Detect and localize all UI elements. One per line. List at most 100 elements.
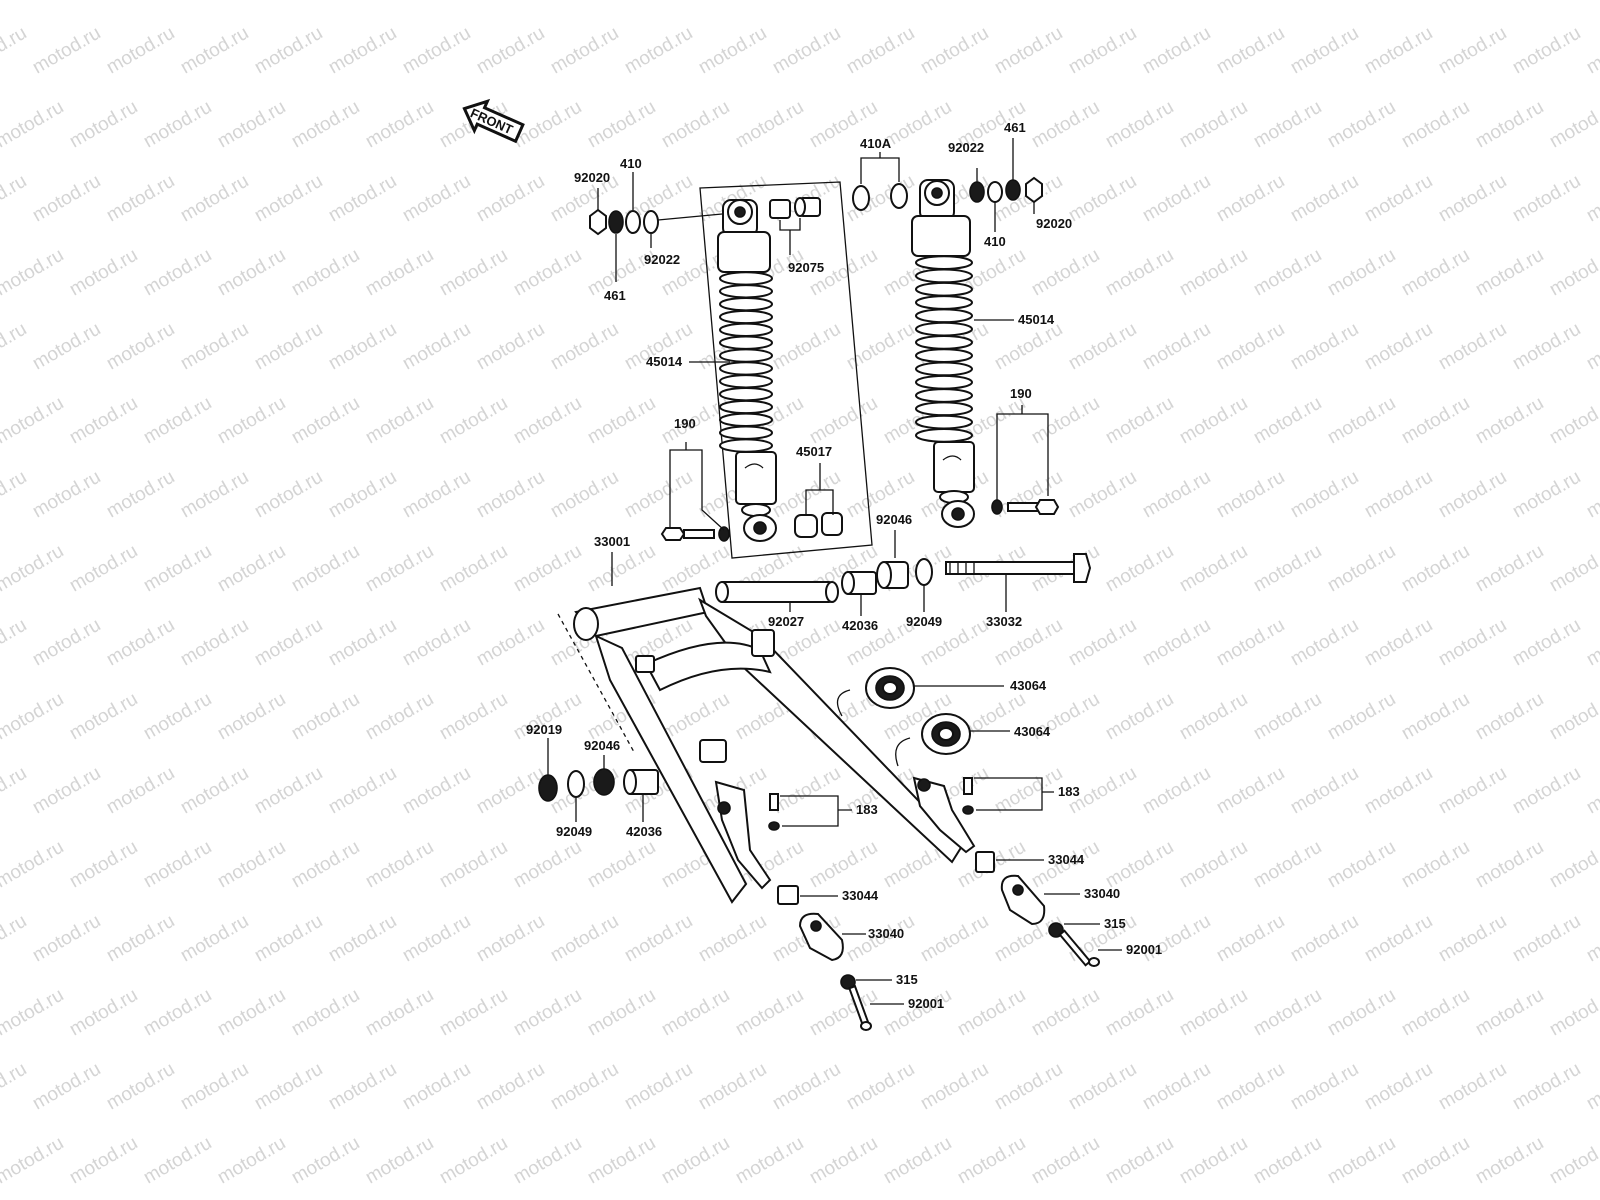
watermark-text: motod.ru bbox=[436, 245, 511, 301]
watermark-text: motod.ru bbox=[251, 23, 326, 79]
watermark-text: motod.ru bbox=[584, 1133, 659, 1189]
watermark-text: motod.ru bbox=[0, 0, 67, 4]
spring-coil bbox=[915, 361, 973, 377]
bumper-43064-a bbox=[836, 667, 915, 717]
watermark-text: motod.ru bbox=[103, 467, 178, 523]
callout-92020-left: 92020 bbox=[574, 170, 610, 185]
callout-461-right: 461 bbox=[1004, 120, 1026, 135]
watermark-text: motod.ru bbox=[1287, 911, 1362, 967]
watermark-text: motod.ru bbox=[1213, 763, 1288, 819]
watermark-text: motod.ru bbox=[1139, 319, 1214, 375]
callout-410-right: 410 bbox=[984, 234, 1006, 249]
watermark-text: motod.ru bbox=[473, 467, 548, 523]
watermark-text: motod.ru bbox=[66, 0, 141, 4]
watermark-text: motod.ru bbox=[288, 541, 363, 597]
watermark-text: motod.ru bbox=[1102, 245, 1177, 301]
watermark-text: motod.ru bbox=[1250, 541, 1325, 597]
watermark-text: motod.ru bbox=[1139, 911, 1214, 967]
watermark-text: motod.ru bbox=[1213, 467, 1288, 523]
watermark-text: motod.ru bbox=[103, 763, 178, 819]
watermark-text: motod.ru bbox=[325, 911, 400, 967]
pin-183-right bbox=[962, 777, 974, 815]
right-shock-bottom-eye bbox=[941, 500, 975, 528]
watermark-text: motod.ru bbox=[1546, 245, 1600, 301]
callout-labels: 92020 410 92022 461 92075 45014 190 4501… bbox=[526, 120, 1162, 1011]
watermark-text: motod.ru bbox=[1287, 1059, 1362, 1115]
watermark-text: motod.ru bbox=[0, 541, 67, 597]
watermark-text: motod.ru bbox=[251, 763, 326, 819]
watermark-text: motod.ru bbox=[325, 615, 400, 671]
bolt-190-left bbox=[660, 526, 730, 542]
watermark-text: motod.ru bbox=[1102, 97, 1177, 153]
watermark-text: motod.ru bbox=[1398, 97, 1473, 153]
watermark-text: motod.ru bbox=[103, 23, 178, 79]
spring-coil bbox=[915, 321, 973, 337]
watermark-text: motod.ru bbox=[1324, 393, 1399, 449]
bearing-92046-left bbox=[593, 768, 615, 796]
watermark-text: motod.ru bbox=[29, 23, 104, 79]
watermark-text: motod.ru bbox=[1509, 467, 1584, 523]
watermark-text: motod.ru bbox=[473, 171, 548, 227]
watermark-text: motod.ru bbox=[66, 541, 141, 597]
watermark-text: motod.ru bbox=[1139, 763, 1214, 819]
watermark-text: motod.ru bbox=[66, 837, 141, 893]
watermark-text: motod.ru bbox=[1102, 1133, 1177, 1189]
callout-92046-left: 92046 bbox=[584, 738, 620, 753]
watermark-text: motod.ru bbox=[0, 171, 30, 227]
watermark-text: motod.ru bbox=[1546, 97, 1600, 153]
sleeve-92027 bbox=[715, 581, 839, 603]
watermark-text: motod.ru bbox=[1324, 245, 1399, 301]
watermark-text: motod.ru bbox=[0, 615, 30, 671]
watermark-text: motod.ru bbox=[214, 985, 289, 1041]
watermark-text: motod.ru bbox=[806, 1133, 881, 1189]
nut-92020-left bbox=[589, 208, 607, 236]
watermark-text: motod.ru bbox=[1176, 245, 1251, 301]
watermark-text: motod.ru bbox=[1213, 1059, 1288, 1115]
watermark-text: motod.ru bbox=[954, 0, 1029, 4]
watermark-text: motod.ru bbox=[436, 985, 511, 1041]
spring-coil bbox=[719, 361, 773, 376]
watermark-text: motod.ru bbox=[1361, 23, 1436, 79]
callout-92075: 92075 bbox=[788, 260, 824, 275]
watermark-text: motod.ru bbox=[288, 985, 363, 1041]
watermark-text: motod.ru bbox=[325, 763, 400, 819]
watermark-text: motod.ru bbox=[140, 1133, 215, 1189]
washer-410A-b bbox=[890, 183, 908, 209]
watermark-text: motod.ru bbox=[0, 1133, 67, 1189]
watermark-text: motod.ru bbox=[140, 689, 215, 745]
watermark-text: motod.ru bbox=[806, 837, 881, 893]
watermark-text: motod.ru bbox=[0, 319, 30, 375]
watermark-text: motod.ru bbox=[325, 23, 400, 79]
adjuster-33040-right bbox=[1000, 874, 1046, 926]
watermark-text: motod.ru bbox=[399, 911, 474, 967]
watermark-text: motod.ru bbox=[1361, 763, 1436, 819]
right-shock-lower-body bbox=[933, 441, 975, 504]
watermark-text: motod.ru bbox=[214, 541, 289, 597]
watermark-text: motod.ru bbox=[1472, 541, 1547, 597]
watermark-text: motod.ru bbox=[288, 0, 363, 4]
watermark-text: motod.ru bbox=[658, 0, 733, 4]
watermark-text: motod.ru bbox=[880, 0, 955, 4]
spring-coil bbox=[719, 399, 773, 415]
callout-92001-left: 92001 bbox=[908, 996, 944, 1011]
callout-92019: 92019 bbox=[526, 722, 562, 737]
spring-coil bbox=[719, 386, 773, 402]
watermark-text: motod.ru bbox=[1509, 615, 1584, 671]
left-shock-assembly bbox=[699, 181, 873, 559]
watermark-text: motod.ru bbox=[1472, 985, 1547, 1041]
watermark-text: motod.ru bbox=[1472, 1133, 1547, 1189]
watermark-text: motod.ru bbox=[66, 689, 141, 745]
watermark-text: motod.ru bbox=[177, 171, 252, 227]
watermark-text: motod.ru bbox=[1435, 763, 1510, 819]
callout-92020-right: 92020 bbox=[1036, 216, 1072, 231]
watermark-text: motod.ru bbox=[1065, 911, 1140, 967]
watermark-text: motod.ru bbox=[1028, 245, 1103, 301]
spring-coil bbox=[719, 322, 773, 338]
watermark-text: motod.ru bbox=[1028, 0, 1103, 4]
watermark-text: motod.ru bbox=[695, 911, 770, 967]
watermark-text: motod.ru bbox=[66, 1133, 141, 1189]
watermark-text: motod.ru bbox=[1546, 541, 1600, 597]
watermark-text: motod.ru bbox=[29, 319, 104, 375]
watermark-text: motod.ru bbox=[880, 985, 955, 1041]
watermark-text: motod.ru bbox=[1583, 1059, 1600, 1115]
